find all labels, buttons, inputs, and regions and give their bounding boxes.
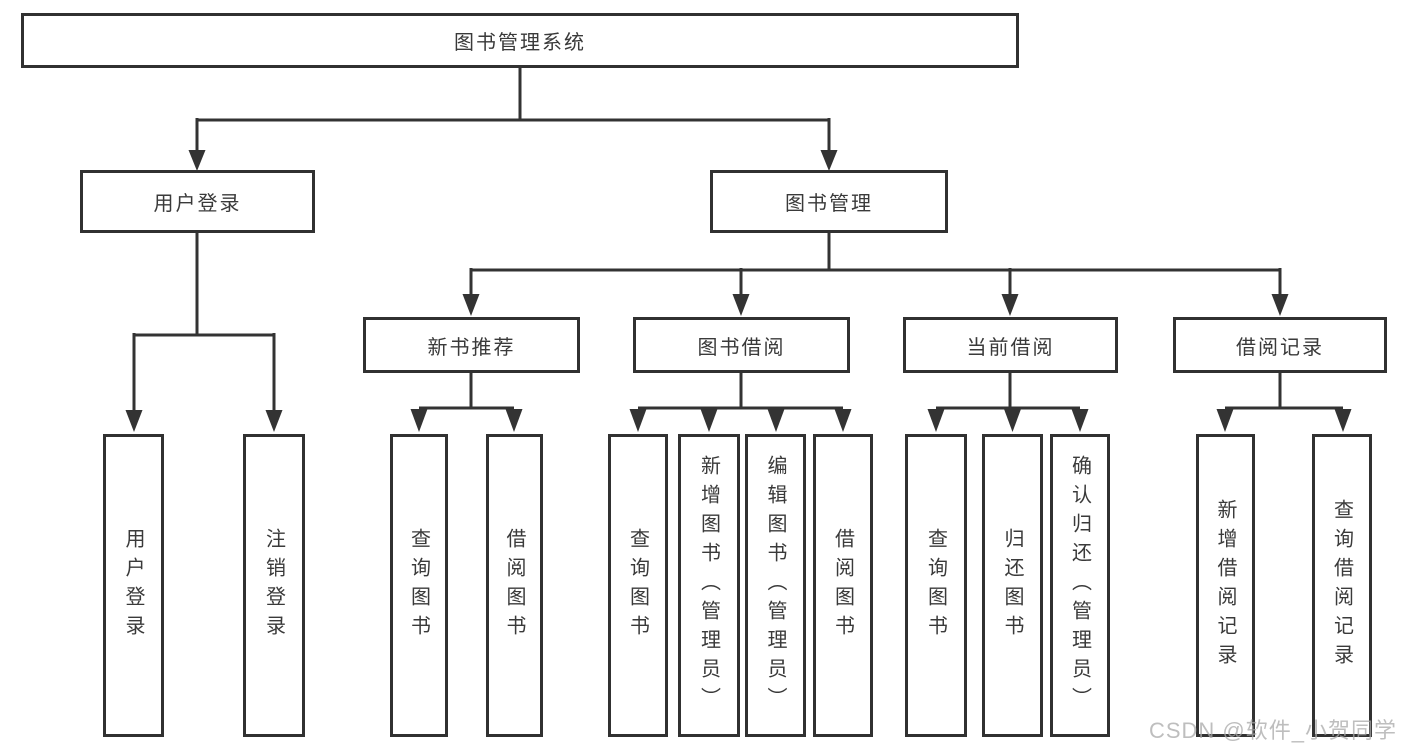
leaf-query-borrow-record-label: 查询借阅记录 (1330, 498, 1353, 673)
node-root-label: 图书管理系统 (454, 32, 586, 54)
leaf-borrow-books-recommend: 借阅图书 (486, 434, 543, 737)
node-book-management: 图书管理 (710, 170, 948, 233)
node-borrow-records: 借阅记录 (1173, 317, 1387, 373)
node-book-borrow-label: 图书借阅 (697, 336, 786, 359)
leaf-return-books: 归还图书 (982, 434, 1043, 737)
leaf-logout: 注销登录 (243, 434, 305, 737)
node-book-management-label: 图书管理 (785, 193, 873, 215)
leaf-add-borrow-record: 新增借阅记录 (1196, 434, 1255, 737)
node-user-login: 用户登录 (80, 170, 315, 233)
connector-book-borrow-children (629, 373, 852, 432)
leaf-return-books-label: 归还图书 (1001, 527, 1023, 644)
leaf-logout-label: 注销登录 (262, 527, 285, 644)
leaf-add-book-admin-label: 新增图书（管理员） (697, 455, 720, 716)
node-book-borrow: 图书借阅 (633, 317, 850, 373)
leaf-query-books-current: 查询图书 (905, 434, 967, 737)
leaf-query-books-recommend: 查询图书 (390, 434, 448, 737)
node-borrow-records-label: 借阅记录 (1236, 336, 1324, 359)
leaf-query-books-current-label: 查询图书 (924, 527, 947, 644)
leaf-query-books-borrow: 查询图书 (608, 434, 668, 737)
node-user-login-label: 用户登录 (153, 193, 242, 215)
node-root: 图书管理系统 (21, 13, 1019, 68)
leaf-borrow-books-recommend-label: 借阅图书 (503, 527, 525, 644)
leaf-edit-book-admin-label: 编辑图书（管理员） (764, 455, 786, 716)
watermark: CSDN @软件_小贺同学 (1148, 718, 1397, 743)
connector-new-book-children (410, 373, 523, 432)
leaf-query-books-borrow-label: 查询图书 (626, 527, 649, 644)
node-current-borrow: 当前借阅 (903, 317, 1118, 373)
node-current-borrow-label: 当前借阅 (966, 336, 1055, 359)
connector-borrow-records-children (1216, 373, 1352, 432)
leaf-user-login: 用户登录 (103, 434, 164, 737)
connector-root-children (188, 68, 838, 171)
leaf-borrow-books-label: 借阅图书 (831, 527, 854, 644)
connector-book-management-children (462, 233, 1289, 316)
leaf-borrow-books: 借阅图书 (813, 434, 873, 737)
leaf-add-book-admin: 新增图书（管理员） (678, 434, 740, 737)
leaf-add-borrow-record-label: 新增借阅记录 (1214, 498, 1236, 673)
leaf-edit-book-admin: 编辑图书（管理员） (745, 434, 806, 737)
node-new-book-recommend-label: 新书推荐 (427, 336, 516, 359)
connector-user-login-children (125, 233, 283, 432)
leaf-query-borrow-record: 查询借阅记录 (1312, 434, 1372, 737)
leaf-query-books-recommend-label: 查询图书 (407, 527, 430, 644)
leaf-confirm-return-admin-label: 确认归还（管理员） (1068, 455, 1091, 716)
leaf-confirm-return-admin: 确认归还（管理员） (1050, 434, 1110, 737)
node-new-book-recommend: 新书推荐 (363, 317, 580, 373)
leaf-user-login-label: 用户登录 (122, 527, 144, 644)
connector-current-borrow-children (927, 373, 1089, 432)
